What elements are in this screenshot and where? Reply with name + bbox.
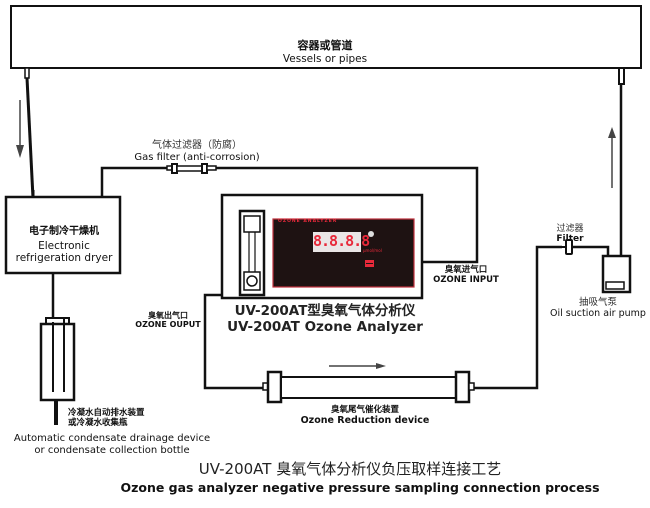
filter-label: 过滤器 Filter	[545, 224, 595, 245]
condensate-bottle-icon	[39, 317, 76, 425]
arrow-up-icon	[608, 127, 616, 188]
vessel-label: 容器或管道 Vessels or pipes	[0, 39, 650, 65]
reduction-device-icon	[262, 370, 475, 404]
reduction-label-en: Ozone Reduction device	[300, 414, 430, 426]
ozone-output-label: 臭氧出气口 OZONE OUPUT	[128, 311, 208, 329]
filter-label-cn: 过滤器	[556, 224, 584, 234]
display-panel	[272, 218, 415, 288]
flowmeter-icon	[238, 209, 266, 297]
reduction-label: 臭氧尾气催化装置 Ozone Reduction device	[290, 405, 440, 427]
ozone-output-label-cn: 臭氧出气口	[148, 311, 188, 320]
pump-label: 抽吸气泵 Oil suction air pump	[545, 297, 650, 320]
ozone-input-label: 臭氧进气口 OZONE INPUT	[425, 265, 507, 286]
pipe-filter-to-pump	[572, 245, 610, 256]
reduction-label-cn: 臭氧尾气催化装置	[330, 405, 399, 415]
pump-label-en: Oil suction air pump	[550, 307, 646, 319]
caption-en: Ozone gas analyzer negative pressure sam…	[120, 480, 600, 495]
analyzer-title-en: UV-200AT Ozone Analyzer	[227, 318, 423, 335]
gas-filter-icon	[166, 163, 217, 174]
pipe-dryer-to-filter	[100, 166, 168, 197]
vessel-box	[10, 5, 642, 69]
led-display	[313, 232, 361, 252]
gas-filter-label-en: Gas filter (anti-corrosion)	[134, 151, 260, 163]
dryer-box	[4, 195, 122, 275]
vessel-label-en: Vessels or pipes	[282, 52, 368, 65]
pump-label-cn: 抽吸气泵	[578, 297, 617, 308]
dryer-label-en2: refrigeration dryer	[15, 251, 113, 264]
ozone-output-label-en: OZONE OUPUT	[135, 320, 201, 330]
vessel-label-cn: 容器或管道	[297, 39, 353, 52]
ozone-input-label-cn: 臭氧进气口	[444, 265, 488, 275]
analyzer-title-cn: UV-200AT型臭氧气体分析仪	[234, 303, 416, 319]
pipe-reduction-to-filter	[474, 245, 562, 390]
status-led-icon	[368, 231, 374, 237]
condensate-label-cn1: 冷凝水自动排水装置	[68, 408, 145, 418]
filter-label-en: Filter	[556, 234, 584, 245]
arrow-right-icon	[329, 363, 386, 369]
ozone-input-label-en: OZONE INPUT	[433, 274, 499, 285]
pump-icon	[601, 254, 632, 294]
led-readout: 8.8.8.8	[313, 232, 370, 250]
dryer-label-cn: 电子制冷干燥机	[29, 226, 99, 237]
condensate-label-en2: or condensate collection bottle	[34, 444, 190, 456]
dryer-label: 电子制冷干燥机 Electronic refrigeration dryer	[6, 226, 122, 264]
caption-cn: UV-200AT 臭氧气体分析仪负压取样连接工艺	[198, 460, 502, 478]
panel-label: OZONE ANALYZER	[278, 219, 338, 224]
arrow-down-icon	[16, 100, 24, 158]
unit-label: μmol/mol	[363, 248, 382, 253]
pipe-filter-to-analyzer	[216, 166, 479, 264]
pipe-analyzer-to-reduction	[203, 293, 263, 390]
condensate-label-en1: Automatic condensate drainage device	[13, 433, 211, 444]
gas-filter-label: 气体过滤器（防腐） Gas filter (anti-corrosion)	[117, 140, 277, 163]
analyzer-title: UV-200AT型臭氧气体分析仪 UV-200AT Ozone Analyzer	[210, 303, 440, 335]
condensate-label-cn2: 或冷凝水收集瓶	[68, 417, 128, 428]
condensate-label-en: Automatic condensate drainage device or …	[6, 433, 218, 456]
condensate-label-cn: 冷凝水自动排水装置 或冷凝水收集瓶	[68, 408, 145, 429]
vessel-tap-right	[618, 67, 625, 85]
dryer-label-en1: Electronic	[38, 239, 90, 252]
vessel-tap-left	[24, 67, 30, 79]
gas-filter-label-cn: 气体过滤器（防腐）	[152, 140, 242, 151]
pipe-vessel-to-dryer	[25, 77, 35, 199]
